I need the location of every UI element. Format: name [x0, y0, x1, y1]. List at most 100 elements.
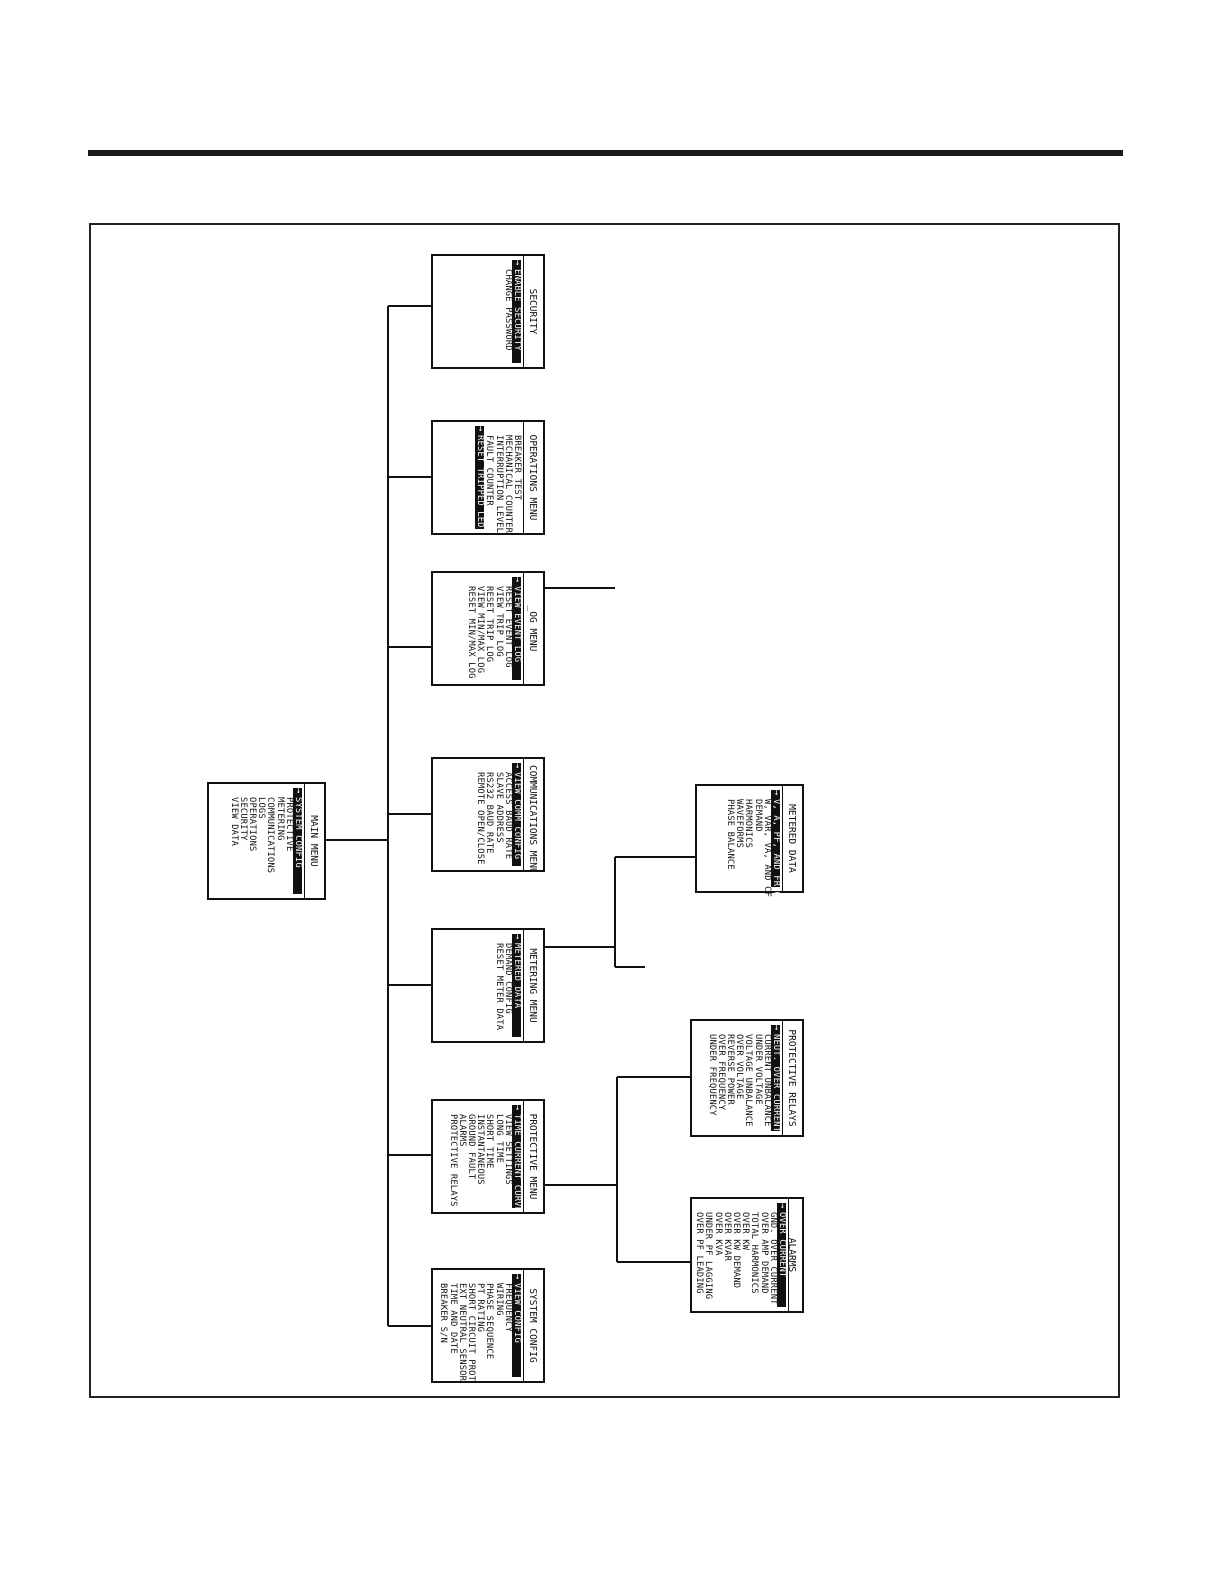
menu-item[interactable]: BREAKER S/N: [438, 1274, 448, 1377]
menu-item[interactable]: RESET EVENT LOG: [503, 577, 513, 680]
menu-item[interactable]: REVERSE POWER: [724, 1025, 735, 1131]
menu-item[interactable]: →VIEW COMM CONFIG: [511, 763, 522, 866]
menu-item-label: OVER AMP DEMAND: [758, 1212, 769, 1294]
menu-item[interactable]: →ENABLE SECURITY: [511, 260, 522, 363]
menu-item[interactable]: →RESET TRIPPED LED: [474, 426, 486, 529]
menu-item[interactable]: PROTECTIVE RELAYS: [447, 1105, 458, 1208]
menu-item[interactable]: OVER VOLTAGE: [734, 1025, 744, 1131]
menu-item[interactable]: →METERED DATA: [511, 934, 522, 1037]
menu-item[interactable]: OVER KVAR: [722, 1203, 732, 1307]
menu-item[interactable]: EXT NEUTRAL SENSOR: [457, 1274, 467, 1381]
menu-item[interactable]: VIEW MIN/MAX LOG: [475, 577, 485, 680]
menu-item[interactable]: →V, A, PF, AND FREQ: [770, 790, 781, 897]
menu-item-label: OVER PF LEADING: [694, 1212, 705, 1294]
menu-item[interactable]: →VIEW EVENT LOG: [511, 577, 522, 680]
menu-item[interactable]: SHORT TIME: [484, 1105, 494, 1208]
menu-item[interactable]: DEMAND: [752, 790, 763, 887]
menu-item-label: WIRING: [493, 1283, 504, 1316]
menu-item-label: GND. OVER CURRENT: [767, 1212, 778, 1305]
menu-item[interactable]: OVER KW DEMAND: [731, 1203, 741, 1307]
menu-item[interactable]: PHASE SEQUENCE: [484, 1274, 495, 1377]
menu-item-label: ALARMS: [456, 1114, 467, 1147]
menu-item[interactable]: HARMONICS: [743, 790, 753, 887]
menu-item[interactable]: →SYSTEM CONFIG: [292, 788, 303, 894]
menu-item[interactable]: OVER PF LEADING: [694, 1203, 705, 1307]
menu-item[interactable]: SECURITY: [238, 788, 248, 894]
menu-item[interactable]: PROTECTIVE: [284, 788, 294, 894]
security-menu-title: SECURITY: [523, 256, 543, 367]
operations-menu-title: OPERATIONS MENU: [523, 422, 543, 533]
menu-item[interactable]: UNDER VOLTAGE: [752, 1025, 763, 1131]
menu-item[interactable]: OVER KW: [740, 1203, 750, 1307]
menu-item[interactable]: DEMAND CONFIG: [503, 934, 513, 1037]
menu-item[interactable]: →OVER CURRENT: [776, 1203, 787, 1307]
menu-item[interactable]: →NEUT. OVER CURRENT: [770, 1025, 781, 1132]
menu-item[interactable]: ALARMS: [456, 1105, 467, 1208]
menu-item[interactable]: TIME AND DATE: [447, 1274, 458, 1377]
menu-item[interactable]: ACCESS BAUD RATE: [502, 763, 513, 866]
menu-item[interactable]: →TIME CURRENT CURVE: [511, 1105, 522, 1212]
menu-item-label: ACCESS BAUD RATE: [502, 772, 513, 860]
menu-item[interactable]: TOTAL HARMONICS: [749, 1203, 759, 1307]
menu-item[interactable]: SLAVE ADDRESS: [493, 763, 504, 866]
menu-item[interactable]: →VIEW CONFIG: [511, 1274, 522, 1377]
menu-item[interactable]: REMOTE OPEN/CLOSE: [475, 763, 485, 866]
selection-arrow-icon: →: [475, 426, 486, 432]
selection-arrow-icon: →: [293, 788, 303, 794]
menu-item[interactable]: VIEW SETTINGS: [503, 1105, 513, 1208]
menu-item[interactable]: WIRING: [493, 1274, 504, 1377]
selection-arrow-icon: →: [512, 260, 522, 266]
menu-item[interactable]: VIEW DATA: [228, 788, 239, 894]
menu-item[interactable]: VOLTAGE UNBALANCE: [743, 1025, 753, 1131]
menu-item[interactable]: VIEW TRIP LOG: [493, 577, 504, 680]
menu-item[interactable]: INSTANTANEOUS: [475, 1105, 486, 1208]
menu-item[interactable]: METERING: [274, 788, 285, 894]
metered-data-title: METERED DATA: [782, 786, 802, 891]
menu-item[interactable]: INTERRUPTION LEVEL: [493, 426, 504, 533]
menu-item-label: INSTANTANEOUS: [475, 1114, 486, 1185]
menu-item-label: PHASE SEQUENCE: [484, 1283, 495, 1360]
menu-item[interactable]: FREQUENCY: [503, 1274, 513, 1377]
menu-item[interactable]: CURRENT UNBALANCE: [762, 1025, 772, 1131]
menu-item[interactable]: LOGS: [256, 788, 266, 894]
menu-item[interactable]: UNDER FREQUENCY: [706, 1025, 717, 1131]
menu-item[interactable]: FAULT COUNTER: [484, 426, 494, 529]
menu-item-label: TIME CURRENT CURVE: [512, 1114, 522, 1213]
menu-item[interactable]: MECHANICAL COUNTER: [503, 426, 513, 533]
menu-item[interactable]: RESET MIN/MAX LOG: [465, 577, 476, 680]
menu-item-label: UNDER PF LAGGING: [703, 1212, 714, 1300]
menu-item[interactable]: RS232 BAUD RATE: [484, 763, 494, 866]
menu-item[interactable]: RESET TRIP LOG: [484, 577, 494, 680]
menu-item[interactable]: OVER KVA: [712, 1203, 723, 1307]
menu-item[interactable]: CHANGE PASSWORD: [502, 260, 513, 363]
menu-item[interactable]: BREAKER TEST: [512, 426, 522, 529]
menu-item[interactable]: GROUND FAULT: [466, 1105, 476, 1208]
menu-item[interactable]: PHASE BALANCE: [725, 790, 735, 887]
menu-item[interactable]: SHORT CIRCUIT PROT: [466, 1274, 476, 1381]
menu-item-label: VIEW DATA: [228, 797, 239, 847]
menu-item-label: RESET MIN/MAX LOG: [465, 586, 476, 679]
menu-item[interactable]: UNDER PF LAGGING: [703, 1203, 714, 1307]
menu-item[interactable]: W, VAR, VA, AND CF: [762, 790, 772, 897]
menu-item[interactable]: OVER FREQUENCY: [716, 1025, 726, 1131]
menu-item-label: CHANGE PASSWORD: [502, 269, 513, 351]
menu-item[interactable]: WAVEFORMS: [734, 790, 744, 887]
menu-item-label: REVERSE POWER: [724, 1034, 735, 1105]
menu-item[interactable]: GND. OVER CURRENT: [767, 1203, 778, 1307]
menu-item[interactable]: PT RATING: [475, 1274, 485, 1377]
menu-item[interactable]: COMMUNICATIONS: [265, 788, 275, 894]
menu-item[interactable]: OPERATIONS: [247, 788, 257, 894]
menu-item[interactable]: RESET METER DATA: [493, 934, 504, 1037]
menu-item[interactable]: OVER AMP DEMAND: [758, 1203, 769, 1307]
menu-item[interactable]: LONG TIME: [493, 1105, 504, 1208]
